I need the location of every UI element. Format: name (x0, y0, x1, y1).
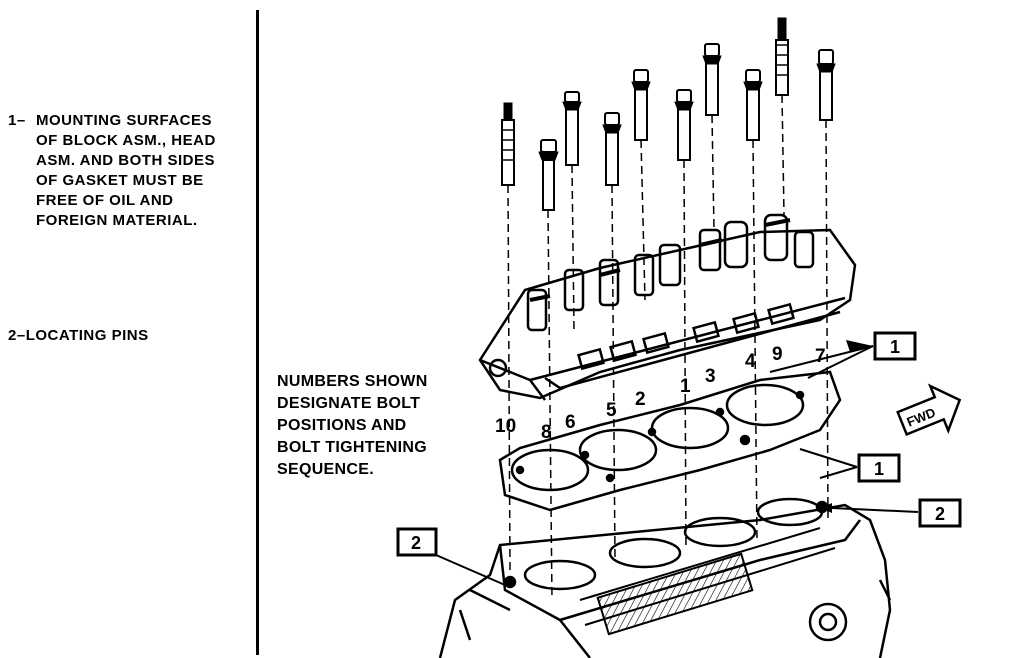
bolt-pos-1 (674, 89, 694, 551)
callout-pin-left-label: 2 (411, 533, 421, 553)
callout-gasket-top-label: 1 (890, 337, 900, 357)
callout-gasket-bottom-label: 1 (874, 459, 884, 479)
bolt-pos-3 (702, 43, 722, 231)
seq-label-5: 5 (606, 400, 617, 421)
seq-label-7: 7 (815, 346, 826, 367)
legend-item-1-number: 1– (8, 112, 26, 129)
callout-gasket-top: 1 (769, 331, 917, 379)
bolt-pos-5 (602, 112, 622, 561)
engine-block (438, 497, 892, 658)
callout-pin-right: 2 (820, 498, 962, 528)
seq-label-1: 1 (680, 376, 691, 397)
seq-label-2: 2 (635, 389, 646, 410)
bolt-sequence-note: NUMBERS SHOWN DESIGNATE BOLT POSITIONS A… (277, 373, 428, 478)
legend-item-2-number: 2– (8, 327, 26, 344)
bolt-pos-9 (775, 17, 789, 216)
cylinder-head (478, 213, 857, 401)
legend-item-2: 2–LOCATING PINS (8, 326, 149, 346)
seq-label-4: 4 (745, 351, 756, 372)
seq-label-3: 3 (705, 366, 716, 387)
bolt-pos-7 (816, 49, 836, 521)
bolt-pos-2 (631, 69, 651, 301)
seq-label-9: 9 (772, 344, 783, 365)
callout-pin-left: 2 (396, 527, 506, 586)
legend-item-1: 1– (8, 111, 26, 131)
legend-item-2-text: LOCATING PINS (25, 327, 149, 344)
seq-label-10: 10 (495, 416, 516, 437)
legend-item-1-text: MOUNTING SURFACES OF BLOCK ASM., HEAD AS… (36, 112, 216, 229)
bolt-pos-8 (538, 139, 559, 601)
bolt-pos-4 (743, 69, 763, 541)
bolt-sequence-numbers: 10 8 6 5 2 1 3 4 9 7 (495, 344, 826, 443)
forward-arrow-icon: FWD (896, 383, 962, 436)
seq-label-8: 8 (541, 422, 552, 443)
callout-pin-right-label: 2 (935, 504, 945, 524)
head-bolts (501, 17, 836, 601)
seq-label-6: 6 (565, 412, 576, 433)
bolt-pos-6 (562, 91, 582, 331)
callout-gasket-bottom: 1 (799, 448, 901, 483)
bolt-pos-10 (501, 102, 515, 571)
vertical-divider (256, 10, 259, 655)
